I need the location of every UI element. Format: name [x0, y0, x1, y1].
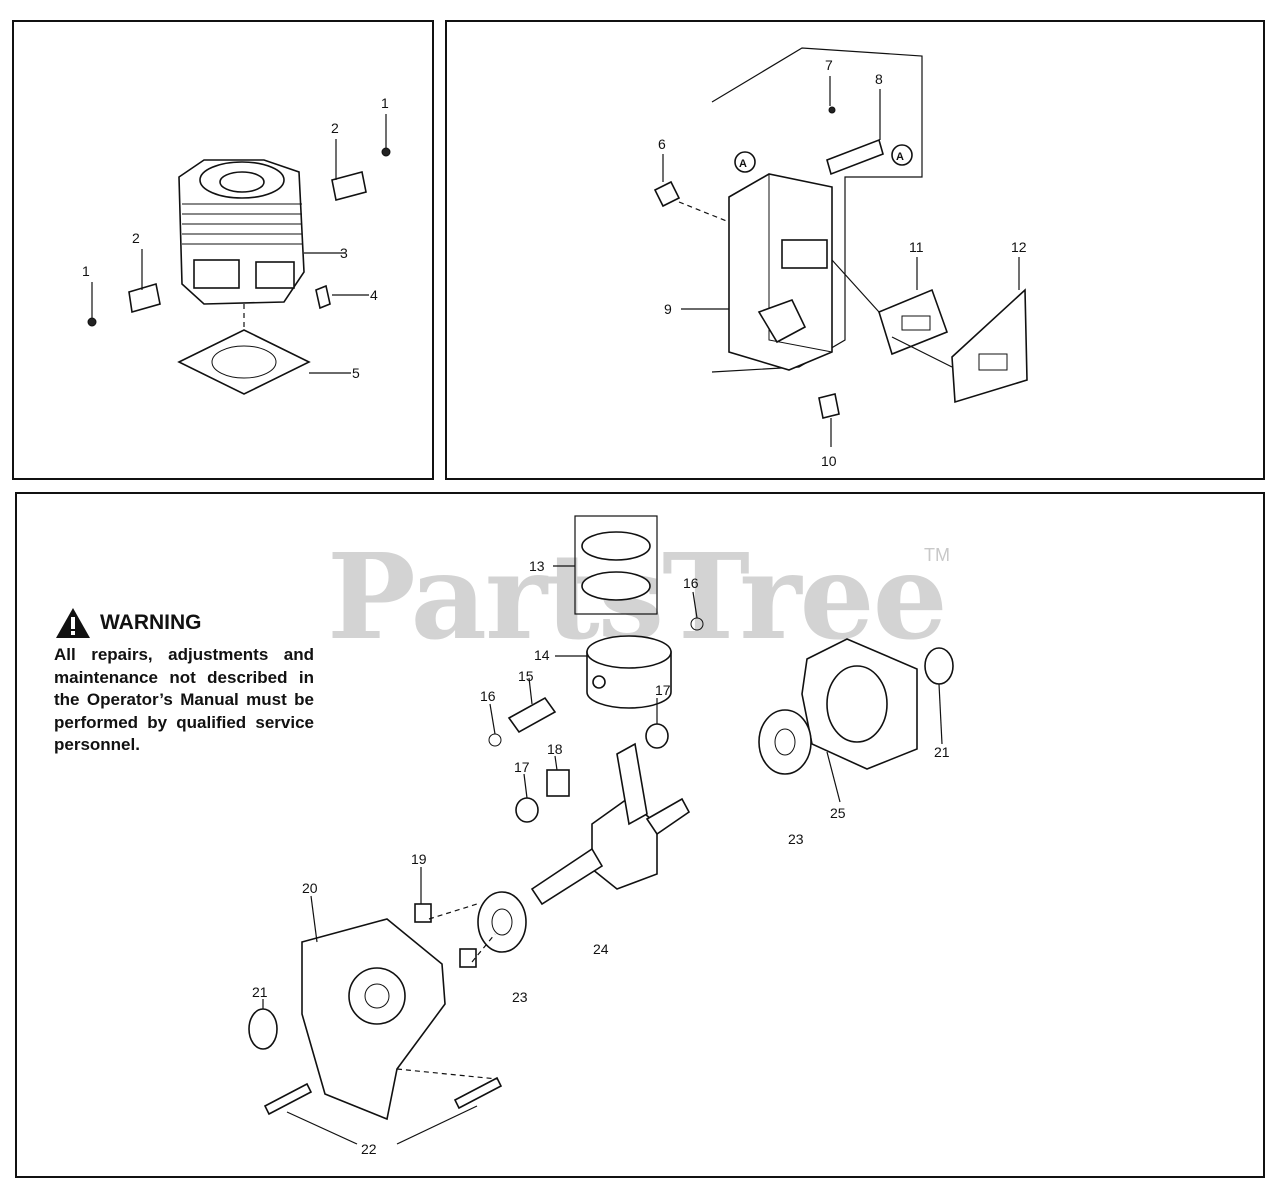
callout-21-right: 21: [934, 744, 950, 760]
cylinder-diagram: 1 2 2 1 3 4 5: [82, 95, 391, 395]
sleeve-lower: [459, 948, 477, 968]
piston-ring-lower: [581, 571, 651, 601]
bolt-10: [818, 393, 840, 419]
clip-lower: [488, 733, 502, 747]
callout-2-top: 2: [331, 120, 339, 136]
warning-box: WARNING All repairs, adjustments and mai…: [54, 606, 314, 757]
crankcase-left: [301, 918, 446, 1121]
callout-22: 22: [361, 1141, 377, 1157]
callout-3: 3: [340, 245, 348, 261]
callout-25: 25: [830, 805, 846, 821]
callout-4: 4: [370, 287, 378, 303]
cylinder-gasket: [177, 329, 311, 395]
warning-heading: WARNING: [100, 611, 202, 634]
ball-bearing-right: [758, 709, 812, 775]
reference-marker-left-text: A: [739, 158, 747, 170]
bolt: [315, 284, 331, 310]
piston-ring-upper: [581, 531, 651, 561]
callout-12: 12: [1011, 239, 1027, 255]
screw-7: [828, 106, 836, 114]
callout-23-left: 23: [512, 989, 528, 1005]
seal-left: [248, 1008, 278, 1050]
watermark-trademark: TM: [924, 545, 950, 565]
callout-8: 8: [875, 71, 883, 87]
muffler-plate: [951, 288, 1028, 404]
screw-lower: [87, 317, 97, 327]
callout-2-left: 2: [132, 230, 140, 246]
callout-7: 7: [825, 57, 833, 73]
reference-marker-left: [734, 151, 756, 173]
callout-11: 11: [909, 239, 924, 255]
muffler-panel: A A 7 8 6 9 10 11 12: [445, 20, 1265, 480]
piston-rings-box: [574, 515, 658, 615]
seal-right: [924, 647, 954, 685]
screw-upper: [381, 147, 391, 157]
callout-13: 13: [529, 558, 545, 574]
muffler-gasket: [878, 288, 949, 356]
cover-plate-upper: [331, 171, 367, 201]
washer-left: [515, 797, 539, 823]
crankcase-right: [801, 638, 918, 770]
callout-15: 15: [518, 668, 534, 684]
cylinder-part: [178, 159, 305, 305]
muffler-part: [728, 173, 833, 371]
needle-bearing: [546, 769, 570, 797]
reference-marker-right: [891, 144, 913, 166]
ball-bearing-left: [477, 891, 527, 953]
cover-plate-lower: [128, 282, 161, 314]
warning-header: WARNING: [54, 606, 314, 640]
callout-17-left: 17: [514, 759, 530, 775]
callout-14: 14: [534, 647, 550, 663]
callout-16-left: 16: [480, 688, 496, 704]
callout-1-left: 1: [82, 263, 90, 279]
clip-upper: [690, 617, 704, 631]
piston-pin: [507, 696, 557, 734]
callout-21-left: 21: [252, 984, 268, 1000]
crankcase-diagram: 13 14 15 16 16 17 17 18 19 20 21 21 22 2…: [248, 515, 954, 1157]
reference-marker-right-text: A: [896, 151, 904, 163]
warning-triangle-icon: [56, 608, 90, 638]
crankcase-panel: PartsTree TM: [15, 492, 1265, 1178]
sleeve-upper: [414, 903, 432, 923]
callout-9: 9: [664, 301, 672, 317]
callout-20: 20: [302, 880, 318, 896]
cylinder-panel: 1 2 2 1 3 4 5: [12, 20, 434, 480]
callout-6: 6: [658, 136, 666, 152]
callout-16-top: 16: [683, 575, 699, 591]
callout-5: 5: [352, 365, 360, 381]
washer-right: [645, 723, 669, 749]
bolt-left: [263, 1082, 313, 1116]
callout-10: 10: [821, 453, 837, 469]
bolt-6: [653, 180, 681, 208]
callout-17-right: 17: [655, 682, 671, 698]
muffler-diagram: A A 7 8 6 9 10 11 12: [653, 47, 1028, 469]
callout-24: 24: [593, 941, 609, 957]
bolt-right: [453, 1076, 503, 1110]
callout-18: 18: [547, 741, 563, 757]
callout-23-right: 23: [788, 831, 804, 847]
callout-1-top: 1: [381, 95, 389, 111]
crankshaft: [530, 742, 691, 906]
warning-text: All repairs, adjustments and maintenance…: [54, 645, 314, 754]
callout-19: 19: [411, 851, 427, 867]
piston: [586, 635, 672, 709]
spark-screen: [826, 138, 884, 176]
